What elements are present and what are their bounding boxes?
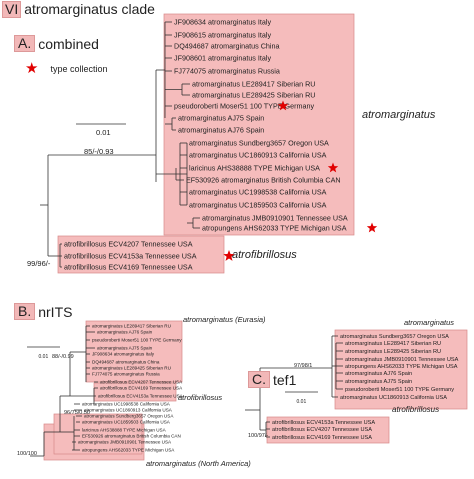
tree-b-tip-label: atrofibrillosus ECV4207 Tennessee USA [100,380,183,385]
panel-b-letter: B. [14,303,36,320]
tree-a-scale-label: 0.01 [96,128,111,137]
tree-c-tip-label: atromarginatus AJ75 Spain [345,379,412,385]
tree-b-support-value: 96/75/0.50 [64,410,90,416]
panel-a-letter: A. [14,35,36,52]
tree-b-tip-label: laricinus AHS38888 TYPE Michigan USA [82,428,167,433]
tree-b-tip-label: atropungens AHS62033 TYPE Michigan USA [82,448,175,453]
tree-b-tip-label: atromarginatus UC1998538 California USA [82,402,171,407]
tree-a-tip-label: laricinus AHS38888 TYPE Michigan USA [189,164,320,173]
tree-a-tip-label: atromarginatus LE289425 Siberian RU [192,91,315,100]
tree-b-support-value: 88/-/0.99 [52,354,74,360]
tree-c-tip-label: pseudoroberti Moser51 100 TYPE Germany [345,387,454,393]
tree-b-clade-name: atromarginatus (North America) [146,459,251,468]
tree-a-tip-label: atromarginatus Sundberg3657 Oregon USA [189,139,329,148]
tree-b-tip-label: atromarginatus UC1860913 California USA [84,408,173,413]
figure-title: VI atromarginatus clade [2,0,155,18]
tree-b-clade-box [53,413,143,455]
tree-c-tip-label: atrofibrillosus ECV4153a Tennessee USA [272,420,375,426]
tree-c-tip-label: atrofibrillosus ECV4169 Tennessee USA [272,435,372,441]
tree-b-tip-label: pseudoroberti Moser51 100 TYPE Germany [92,338,182,343]
tree-a-tip-label: atrofibrillosus ECV4153a Tennessee USA [64,252,197,261]
star-icon: ★ [25,60,39,77]
tree-a-clade-box [57,235,225,274]
tree-b-tip-label: atromarginatus AJ75 Spain [97,346,153,351]
tree-c-clade-box [266,416,390,444]
tree-b-tip-label: atromarginatus JMB0910901 Tennessee USA [78,440,172,445]
tree-b-tip-label: atromarginatus AJ76 Spain [97,330,153,335]
tree-a-clade-name: atromarginatus [362,109,436,121]
tree-a-tip-label: JF908601 atromarginatus Italy [174,54,271,63]
tree-c-clade-name: atrofibrillosus [392,405,439,414]
panel-c-name: tef1 [273,371,297,388]
tree-b-clade-name: atrofibrillosus [178,393,222,402]
tree-c-tip-label: atromarginatus LE289425 Siberian RU [345,349,441,355]
tree-a-tip-label: atromarginatus UC1860913 California USA [189,151,327,160]
tree-b-tip-label: FJ774075 atromarginatus Russia [92,372,160,377]
tree-a-tip-label: atromarginatus JMB0910901 Tennessee USA [202,214,348,223]
tree-a-tip-label: atromarginatus LE289417 Siberian RU [192,80,315,89]
tree-b-tip-label: atromarginatus Sundberg3657 Oregon USA [84,414,174,419]
tree-a-tip-label: JF908634 atromarginatus Italy [174,18,271,27]
tree-c-clade-box [334,329,468,410]
tree-c-tip-label: atromarginatus JMB0910901 Tennessee USA [345,357,459,363]
clade-roman-numeral: VI [2,0,22,18]
tree-b-tip-label: atrofibrillosus ECV4169 Tennessee USA [100,386,183,391]
tree-c-tip-label: atromarginatus Sundberg3657 Oregon USA [340,334,449,340]
tree-c-support-value: 97/98/1 [294,363,312,369]
panel-a-name: combined [38,35,99,52]
tree-c-scale-label: 0.01 [297,399,307,405]
panel-a-label: A. combined [14,35,99,52]
panel-c-label: C. tef1 [248,371,296,388]
tree-c-tip-label: atropungens AHS62033 TYPE Michigan USA [345,364,458,370]
tree-b-tip-label: atrofibrillosus ECV4153a Tennessee USA [98,394,184,399]
tree-a-tip-label: JF908615 atromarginatus Italy [174,31,271,40]
tree-b-tip-label: atromarginatus UC1859503 California USA [82,420,171,425]
legend: ★ type collection [25,60,108,77]
tree-b-tip-label: EF530926 atromarginatus British Columbia… [82,434,181,439]
tree-a-type-star-icon [327,162,339,173]
tree-b-clade-box [85,320,183,383]
tree-a-tip-label: atrofibrillosus ECV4169 Tennessee USA [64,263,193,272]
tree-c-tip-label: atromarginatus LE289417 Siberian RU [345,341,441,347]
tree-a-type-star-icon [277,100,289,111]
tree-a-type-star-icon [366,222,378,233]
tree-c-support-value: 100/97/- [248,433,268,439]
panel-b-label: B. nrITS [14,303,72,320]
tree-a-tip-label: atromarginatus AJ76 Spain [178,126,264,135]
tree-b-clade-name: atromarginatus (Eurasia) [183,315,266,324]
tree-b-tip-label: atromarginatus LE289425 Siberian RU [92,366,171,371]
tree-a-tip-label: atromarginatus AJ75 Spain [178,114,264,123]
clade-title: atromarginatus clade [24,1,155,17]
tree-a-tip-label: atromarginatus UC1859503 California USA [189,201,327,210]
tree-b-tip-label: DQ494687 atromarginatus China [92,360,160,365]
tree-c-tip-label: atrofibrillosus ECV4207 Tennessee USA [272,427,372,433]
tree-a-support-value: 85/-/0.93 [84,147,114,156]
tree-a-clade-box [163,13,355,236]
tree-a-tip-label: atropungens AHS62033 TYPE Michigan USA [202,224,347,233]
tree-b-scale-label: 0.01 [39,354,49,360]
tree-a-tip-label: atrofibrillosus ECV4207 Tennessee USA [64,240,193,249]
tree-c-tip-label: atromarginatus UC1860913 California USA [340,395,447,401]
tree-c-clade-name: atromarginatus [404,318,454,327]
tree-a-tip-label: FJ774075 atromarginatus Russia [174,67,280,76]
tree-a-support-value: 99/96/- [27,259,51,268]
tree-a-type-star-icon [223,250,235,261]
tree-c-tip-label: atromarginatus AJ76 Spain [345,371,412,377]
panel-c-letter: C. [248,371,270,388]
tree-a-tip-label: EF530926 atromarginatus British Columbia… [186,176,341,185]
tree-b-tip-label: JF908634 atromarginatus Italy [92,352,155,357]
tree-a-clade-name: atrofibrillosus [232,249,297,261]
tree-a-tip-label: pseudoroberti Moser51 100 TYPE Germany [174,102,315,111]
legend-label: type collection [50,64,108,74]
tree-b-support-value: 100/100 [17,451,37,457]
tree-a-tip-label: atromarginatus UC1998538 California USA [189,188,327,197]
tree-b-tip-label: atromarginatus LE289417 Siberian RU [92,324,171,329]
panel-b-name: nrITS [38,303,73,320]
tree-a-tip-label: DQ494687 atromarginatus China [174,42,279,51]
